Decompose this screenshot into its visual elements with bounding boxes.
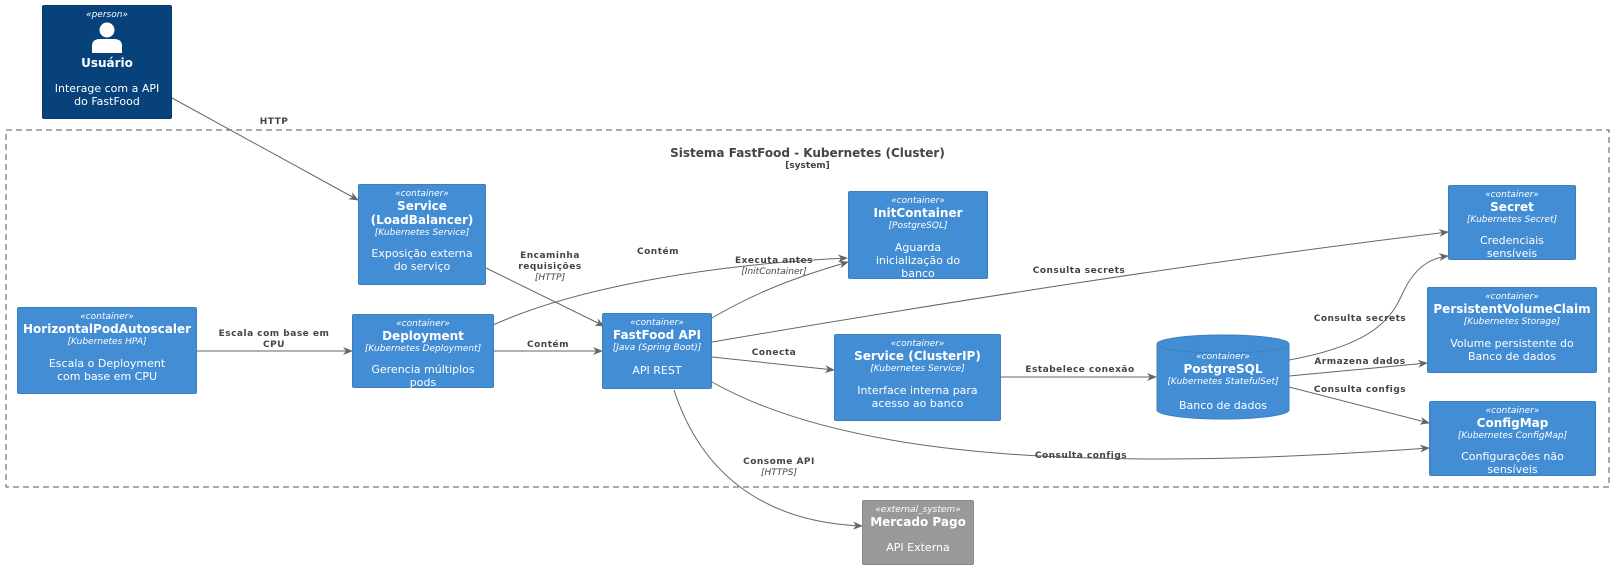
boundary-title: Sistema FastFood - Kubernetes (Cluster)	[670, 146, 945, 160]
edge-label-executa: Executa antes [InitContainer]	[734, 256, 814, 277]
edge-api-cip	[711, 356, 835, 374]
secret-node[interactable]: «container» Secret [Kubernetes Secret] C…	[1448, 185, 1576, 260]
init-stereotype: «container»	[891, 196, 945, 206]
configmap-tech: [Kubernetes ConfigMap]	[1457, 431, 1568, 441]
api-title: FastFood API	[613, 328, 701, 342]
edge-label-escala: Escala com base em CPU	[218, 329, 330, 350]
fastfood-api-node[interactable]: «container» FastFood API [Java (Spring B…	[602, 313, 712, 389]
secret-description: Credenciais sensíveis	[1479, 234, 1545, 260]
user-stereotype: «person»	[86, 10, 128, 20]
secret-tech: [Kubernetes Secret]	[1466, 215, 1558, 225]
hpa-title: HorizontalPodAutoscaler	[23, 322, 191, 336]
edge-label-consome: Consome API [HTTPS]	[743, 457, 815, 478]
edge-api-configmap	[711, 381, 1430, 460]
service-cip-stereotype: «container»	[890, 339, 945, 349]
service-cip-description: Interface interna para acesso ao banco	[857, 384, 978, 410]
edge-label-armazena: Armazena dados	[1314, 357, 1406, 367]
postgres-title: PostgreSQL	[1183, 362, 1263, 376]
edge-service-api	[485, 267, 605, 327]
person-icon	[92, 22, 122, 53]
configmap-node[interactable]: «container» ConfigMap [Kubernetes Config…	[1429, 401, 1596, 476]
configmap-title: ConfigMap	[1476, 416, 1549, 430]
edge-label-contem-init: Contém	[637, 247, 679, 257]
service-cip-tech: [Kubernetes Service]	[870, 364, 965, 374]
edge-label-contem-api: Contém	[527, 340, 569, 350]
edge-api-mercadopago	[673, 389, 863, 530]
mercadopago-node[interactable]: «external_system» Mercado Pago API Exter…	[862, 500, 974, 565]
edge-postgres-secret	[1288, 253, 1449, 361]
edge-postgres-pvc	[1288, 359, 1428, 377]
postgres-node[interactable]: «container» PostgreSQL [Kubernetes State…	[1157, 344, 1289, 414]
system-boundary	[5, 129, 1610, 488]
edge-label-configs-api: Consulta configs	[1034, 451, 1128, 461]
postgres-description: Banco de dados	[1179, 399, 1267, 412]
init-description: Aguarda inicialização do banco	[875, 241, 961, 280]
edge-api-init	[711, 260, 849, 319]
api-description: API REST	[632, 364, 682, 377]
deployment-tech: [Kubernetes Deployment]	[364, 344, 482, 354]
service-lb-title: Service (LoadBalancer)	[370, 199, 474, 227]
secret-stereotype: «container»	[1485, 190, 1539, 200]
service-lb-description: Exposição externa do serviço	[371, 247, 473, 273]
hpa-node[interactable]: «container» HorizontalPodAutoscaler [Kub…	[17, 307, 197, 394]
boundary-label: Sistema FastFood - Kubernetes (Cluster) …	[6, 146, 1609, 176]
pvc-title: PersistentVolumeClaim	[1433, 302, 1591, 316]
edge-label-conecta: Conecta	[751, 348, 797, 358]
user-description: Interage com a API do FastFood	[54, 82, 160, 108]
configmap-description: Configurações não sensíveis	[1461, 450, 1564, 476]
hpa-stereotype: «container»	[80, 312, 134, 322]
hpa-tech: [Kubernetes HPA]	[67, 337, 147, 347]
pvc-description: Volume persistente do Banco de dados	[1450, 337, 1574, 363]
edge-label-http: HTTP	[259, 117, 289, 127]
user-person[interactable]: «person» Usuário Interage com a API do F…	[42, 5, 172, 119]
pvc-stereotype: «container»	[1485, 292, 1539, 302]
hpa-description: Escala o Deployment com base em CPU	[48, 357, 166, 383]
postgres-tech: [Kubernetes StatefulSet]	[1167, 377, 1279, 387]
edge-label-secrets-pg: Consulta secrets	[1313, 314, 1407, 324]
service-cip-title: Service (ClusterIP)	[854, 349, 981, 363]
edge-label-secrets-api: Consulta secrets	[1032, 266, 1126, 276]
service-lb-stereotype: «container»	[395, 189, 449, 199]
secret-title: Secret	[1490, 200, 1534, 214]
edge-user-service	[171, 97, 359, 201]
edge-label-encaminha: Encaminha requisições [HTTP]	[518, 251, 582, 283]
init-title: InitContainer	[873, 206, 963, 220]
edge-deployment-init	[492, 254, 848, 326]
deployment-node[interactable]: «container» Deployment [Kubernetes Deplo…	[352, 314, 494, 389]
api-tech: [Java (Spring Boot)]	[612, 343, 702, 353]
mp-title: Mercado Pago	[870, 515, 966, 529]
pvc-tech: [Kubernetes Storage]	[1463, 317, 1561, 327]
edge-label-configs-pg: Consulta configs	[1313, 385, 1407, 395]
user-title: Usuário	[81, 56, 133, 70]
service-clusterip-node[interactable]: «container» Service (ClusterIP) [Kuberne…	[834, 334, 1001, 421]
edge-postgres-configmap	[1288, 386, 1430, 425]
boundary-type: [system]	[785, 161, 830, 171]
service-lb-tech: [Kubernetes Service]	[374, 228, 470, 238]
mp-stereotype: «external_system»	[875, 505, 961, 515]
deployment-stereotype: «container»	[396, 319, 450, 329]
edge-api-secret	[711, 229, 1449, 343]
edge-label-estabelece: Estabelece conexão	[1025, 365, 1135, 375]
mp-description: API Externa	[886, 541, 950, 554]
postgres-cylinder[interactable]	[1156, 334, 1290, 420]
postgres-stereotype: «container»	[1196, 352, 1250, 362]
service-loadbalancer-node[interactable]: «container» Service (LoadBalancer) [Kube…	[358, 184, 486, 285]
deployment-title: Deployment	[382, 329, 464, 343]
pvc-node[interactable]: «container» PersistentVolumeClaim [Kuber…	[1427, 287, 1597, 373]
initcontainer-node[interactable]: «container» InitContainer [PostgreSQL] A…	[848, 191, 988, 280]
api-stereotype: «container»	[630, 318, 684, 328]
configmap-stereotype: «container»	[1485, 406, 1540, 416]
init-tech: [PostgreSQL]	[888, 221, 948, 231]
deployment-description: Gerencia múltiplos pods	[371, 363, 475, 389]
